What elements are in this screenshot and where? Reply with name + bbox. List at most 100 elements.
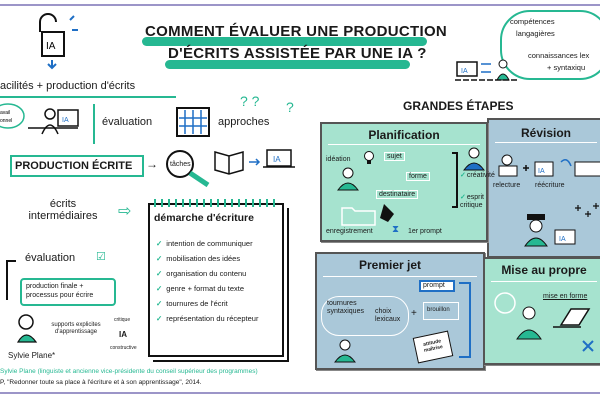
facilites-label: acilités + production d'écrits [0, 80, 136, 92]
svg-text:IA: IA [559, 236, 566, 243]
formatting-scene-icon [494, 292, 594, 352]
plus-icon: + [411, 308, 417, 319]
svg-text:IA: IA [538, 168, 545, 175]
title-highlight [142, 37, 427, 46]
destinataire-box: destinataire [376, 190, 419, 199]
book-to-ia-icon: IA [214, 149, 295, 175]
checklist-item: ✓représentation du récepteur [156, 314, 259, 323]
checklist-item: ✓tournures de l'écrit [156, 299, 228, 308]
relecture-label: relecture [493, 182, 521, 189]
evaluation-grid-icon [176, 107, 210, 137]
check-icon: ✓ [156, 239, 163, 248]
checkbox-icon: ☑ [96, 251, 106, 263]
divider [491, 281, 597, 282]
planification-title: Planification [368, 128, 440, 142]
sujet-box: sujet [384, 152, 405, 161]
check-icon: ✓ [156, 284, 163, 293]
prompt-box [419, 280, 455, 292]
big-arrow-icon: ⇨ [118, 203, 132, 220]
notebook: démarche d'écriture ✓intention de commun… [148, 199, 284, 357]
footer-line1: Sylvie Plane (linguiste et ancienne vice… [0, 368, 258, 375]
mise-au-propre-panel: Mise au propre mise en forme [483, 257, 600, 365]
first-prompt-label: 1er prompt [408, 228, 442, 235]
folder-icon [341, 204, 394, 226]
grandes-etapes-heading: GRANDES ÉTAPES [403, 99, 514, 113]
constructive-label: constructive [110, 345, 137, 351]
thought-cloud [500, 10, 600, 80]
bottom-frame-line [0, 392, 600, 394]
divider [495, 142, 597, 143]
taches-label: tâches [170, 161, 191, 168]
relecture-reecriture-icon: IA [498, 154, 600, 177]
checklist-item: ✓organisation du contenu [156, 269, 247, 278]
svg-text:onnel: onnel [0, 118, 12, 124]
cloud-text: connaissances lex [528, 51, 590, 60]
person-icon [337, 167, 359, 191]
cloud-text: compétences [510, 17, 555, 26]
cloud-text: langagières [516, 29, 555, 38]
approches-label: approches [218, 116, 270, 128]
svg-text:IA: IA [273, 155, 281, 164]
title-line1: COMMENT ÉVALUER UNE PRODUCTION [145, 23, 448, 40]
arrow-icon: → [146, 157, 158, 171]
thought-cloud [321, 296, 409, 336]
title-line2: D'ÉCRITS ASSISTÉE PAR UNE IA ? [168, 45, 427, 62]
svg-text:IA: IA [62, 117, 69, 124]
magnifier-icon [166, 150, 210, 188]
revision-title: Révision [520, 126, 571, 140]
hourglass-icon: ⧗ [392, 224, 400, 235]
top-frame-line [0, 4, 600, 6]
tournures-label: tournures syntaxiques [327, 300, 364, 315]
brouillon-label: brouillon [427, 307, 450, 313]
production-ecrite-label: PRODUCTION ÉCRITE [15, 160, 133, 172]
laptop-exchange-icon: IA [455, 59, 519, 81]
divider [328, 144, 480, 145]
prompt-label: prompt [423, 282, 445, 289]
attitude-notebook: attitude maîtrise [412, 330, 454, 364]
checklist-item: ✓mobilisation des idées [156, 254, 241, 263]
checklist-item: ✓genre + format du texte [156, 284, 245, 293]
premier-jet-panel: Premier jet prompt tournures syntaxiques… [315, 252, 485, 370]
bracket [452, 152, 458, 208]
choix-label: choix lexicaux [375, 308, 401, 323]
title-highlight [165, 60, 410, 69]
notebook-title: démarche d'écriture [154, 212, 254, 224]
feedback-arrow [459, 282, 471, 358]
svg-text:avail: avail [0, 110, 10, 116]
enregistrement-label: enregistrement [326, 228, 373, 235]
hacker-at-laptop-icon: IA [524, 203, 599, 247]
sylvie-plane-label: Sylvie Plane* [8, 351, 56, 360]
ecrits-intermediaires-label: écrits intermédiaires [28, 198, 98, 223]
sylvie-plane-portrait-icon [16, 314, 38, 343]
question-marks-icon: ? ? [240, 93, 260, 109]
unlocked-padlock-icon: IA [39, 13, 78, 70]
mise-au-propre-title: Mise au propre [501, 263, 587, 277]
checklist-item: ✓intention de communiquer [156, 239, 253, 248]
divider [323, 276, 477, 277]
reecriture-label: réécriture [535, 182, 565, 189]
critique-label: critique [114, 317, 131, 323]
production-ecrite-box [10, 155, 144, 177]
ia-cycle-label: IA [119, 330, 127, 339]
lightbulb-icon [364, 151, 374, 164]
svg-text:IA: IA [461, 68, 468, 75]
check-icon: ✓ [156, 269, 163, 278]
creativite-label: ✓créativité [460, 172, 495, 179]
evaluation2-label: évaluation [25, 252, 76, 264]
brouillon-box [423, 302, 459, 320]
check-icon: ✓ [156, 314, 163, 323]
person-at-computer-icon: avail onnel IA [0, 103, 79, 135]
question-mark-icon: ? [286, 99, 294, 115]
writer-icon [334, 339, 356, 363]
divider [93, 104, 95, 144]
cloud-text: + syntaxiqu [547, 63, 586, 72]
mise-en-forme-label: mise en forme [543, 293, 588, 300]
notebook-spiral [154, 199, 278, 207]
ideation-label: idéation [326, 156, 351, 163]
speech-bubble: production finale + processus pour écrir… [20, 278, 116, 306]
footer-line2: P, "Redonner toute sa place à l'écriture… [0, 379, 202, 386]
esprit-critique-label: ✓esprit critique [460, 194, 484, 209]
revision-panel: Révision IA relecture réécriture IA [487, 118, 600, 258]
supports-label: supports explicites d'apprentissage [51, 322, 101, 335]
thinker-icon [463, 147, 485, 171]
